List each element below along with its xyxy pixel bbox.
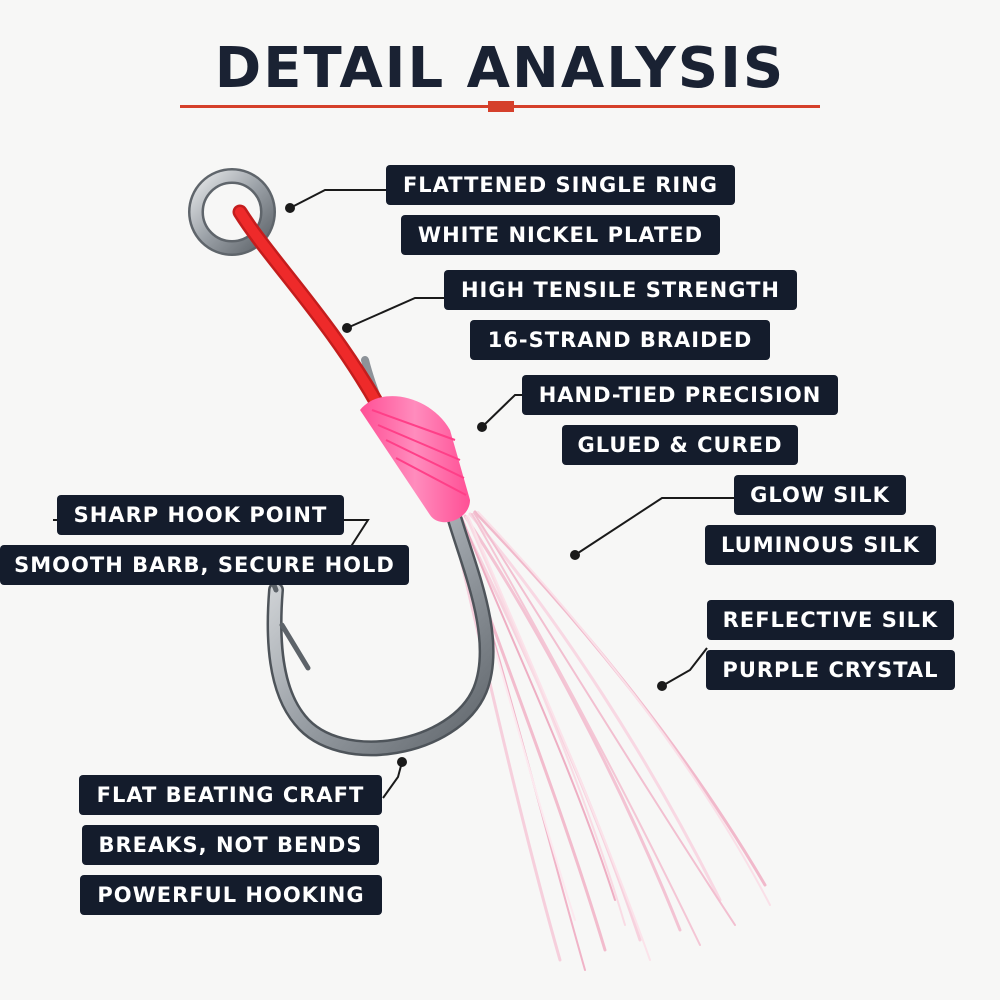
label-glued-cured: GLUED & CURED bbox=[562, 425, 798, 465]
label-white-nickel-plated: WHITE NICKEL PLATED bbox=[401, 215, 720, 255]
callout-leaders bbox=[53, 189, 735, 799]
label-glow-silk: GLOW SILK bbox=[734, 475, 906, 515]
label-16-strand-braided: 16-STRAND BRAIDED bbox=[470, 320, 770, 360]
label-hand-tied-precision: HAND-TIED PRECISION bbox=[522, 375, 838, 415]
split-ring bbox=[188, 168, 276, 256]
braided-line bbox=[232, 204, 386, 413]
label-sharp-hook-point: SHARP HOOK POINT bbox=[57, 495, 344, 535]
callout-dots bbox=[285, 203, 667, 767]
label-luminous-silk: LUMINOUS SILK bbox=[705, 525, 936, 565]
label-powerful-hooking: POWERFUL HOOKING bbox=[80, 875, 382, 915]
label-high-tensile-strength: HIGH TENSILE STRENGTH bbox=[444, 270, 797, 310]
thread-wrap bbox=[360, 396, 470, 523]
label-breaks-not-bends: BREAKS, NOT BENDS bbox=[82, 825, 379, 865]
label-smooth-barb: SMOOTH BARB, SECURE HOLD bbox=[0, 545, 409, 585]
silk-skirt bbox=[450, 510, 771, 971]
label-flattened-single-ring: FLATTENED SINGLE RING bbox=[386, 165, 735, 205]
title-underline-marker bbox=[488, 101, 514, 112]
label-flat-beating-craft: FLAT BEATING CRAFT bbox=[79, 775, 382, 815]
label-purple-crystal: PURPLE CRYSTAL bbox=[706, 650, 955, 690]
label-reflective-silk: REFLECTIVE SILK bbox=[707, 600, 954, 640]
page-title: DETAIL ANALYSIS bbox=[214, 36, 786, 101]
